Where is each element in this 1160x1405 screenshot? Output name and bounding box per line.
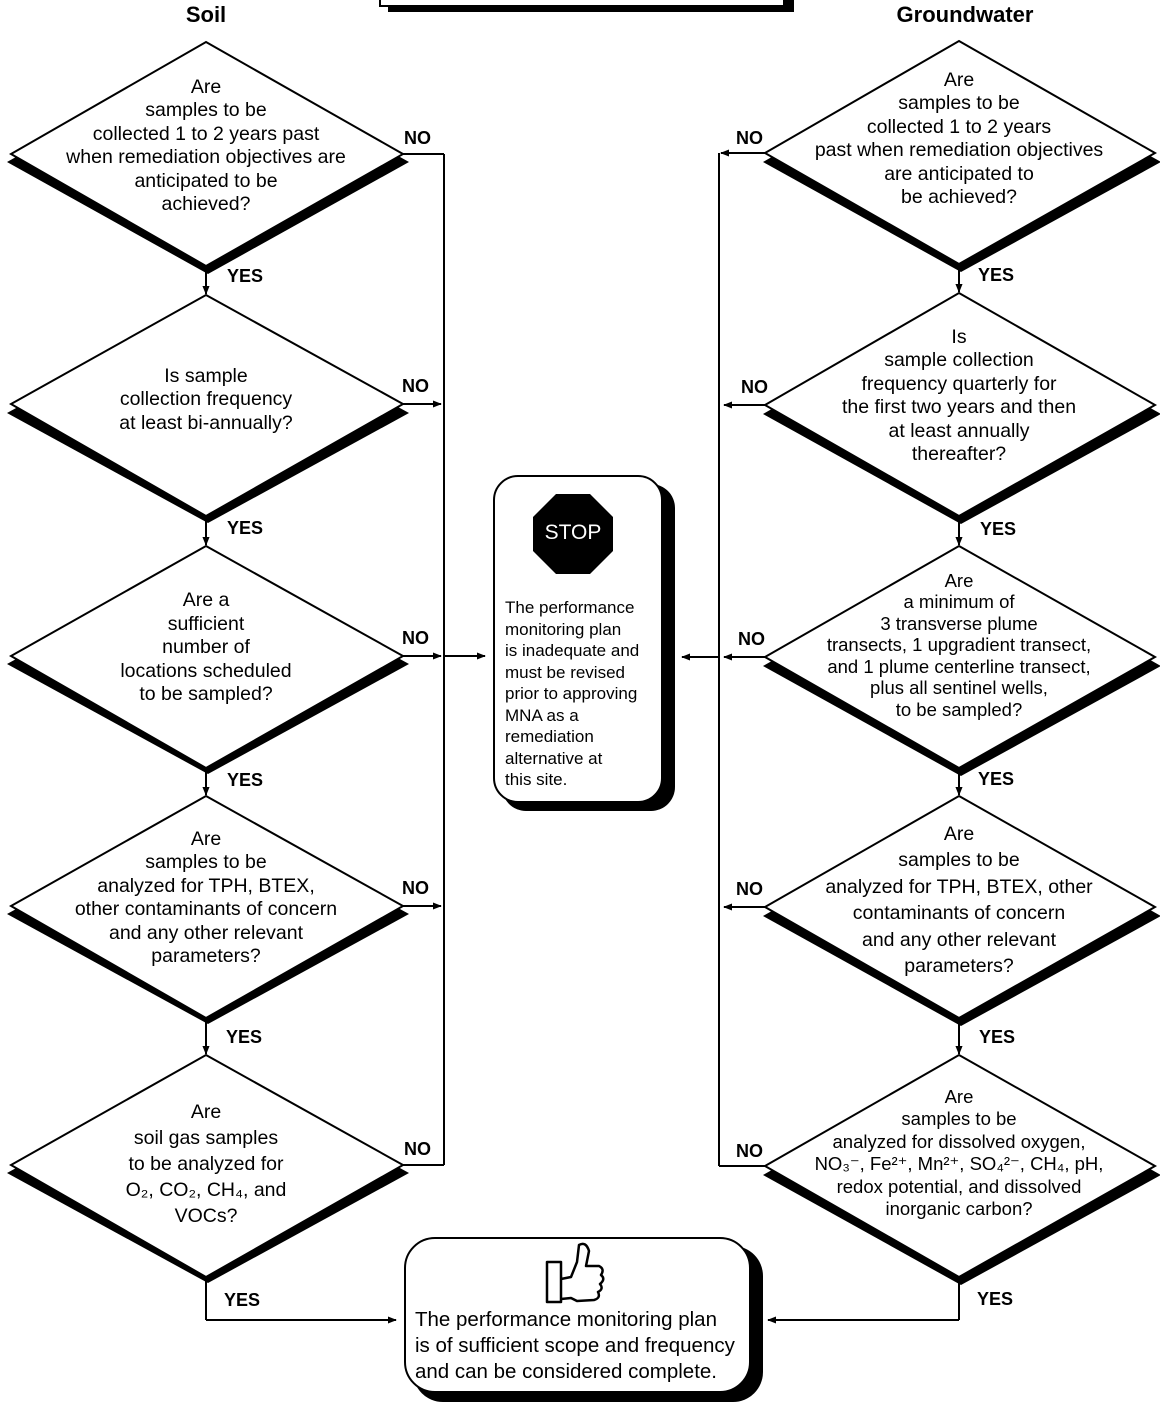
soil-q5-yes-label: YES bbox=[224, 1290, 261, 1310]
soil-q2-no-label: NO bbox=[402, 376, 429, 396]
soil-q1-yes-label: YES bbox=[227, 266, 264, 286]
gw-no-arrows bbox=[681, 149, 765, 1167]
gw-q3-no-label: NO bbox=[738, 629, 765, 649]
groundwater-header: Groundwater bbox=[896, 2, 1034, 27]
stop-sign-label: STOP bbox=[544, 521, 602, 544]
soil-decisions bbox=[7, 40, 409, 1283]
gw-q5-yes-label: YES bbox=[977, 1289, 1014, 1309]
gw-q4-no-label: NO bbox=[736, 879, 763, 899]
gw-yes-arrows bbox=[767, 264, 963, 1324]
stop-sign-icon bbox=[533, 494, 613, 574]
soil-q4-yes-label: YES bbox=[226, 1027, 263, 1047]
gw-q2-yes-label: YES bbox=[980, 519, 1017, 539]
soil-header: Soil bbox=[185, 2, 227, 27]
soil-q4-no-label: NO bbox=[402, 878, 429, 898]
soil-q3-no-label: NO bbox=[402, 628, 429, 648]
soil-q5-no-label: NO bbox=[404, 1139, 431, 1159]
title-box bbox=[379, 0, 794, 12]
groundwater-decisions bbox=[762, 39, 1160, 1285]
gw-q1-no-label: NO bbox=[736, 128, 763, 148]
stop-box bbox=[493, 475, 675, 811]
soil-q2-yes-label: YES bbox=[227, 518, 264, 538]
soil-no-arrows bbox=[403, 153, 486, 1166]
soil-yes-arrows bbox=[202, 266, 397, 1324]
gw-q3-yes-label: YES bbox=[978, 769, 1015, 789]
gw-q2-no-label: NO bbox=[741, 377, 768, 397]
soil-q1-no-label: NO bbox=[404, 128, 431, 148]
end-box bbox=[404, 1237, 763, 1402]
gw-q1-yes-label: YES bbox=[978, 265, 1015, 285]
soil-q3-yes-label: YES bbox=[227, 770, 264, 790]
thumbs-up-icon bbox=[545, 1242, 605, 1304]
gw-q4-yes-label: YES bbox=[979, 1027, 1016, 1047]
gw-q5-no-label: NO bbox=[736, 1141, 763, 1161]
